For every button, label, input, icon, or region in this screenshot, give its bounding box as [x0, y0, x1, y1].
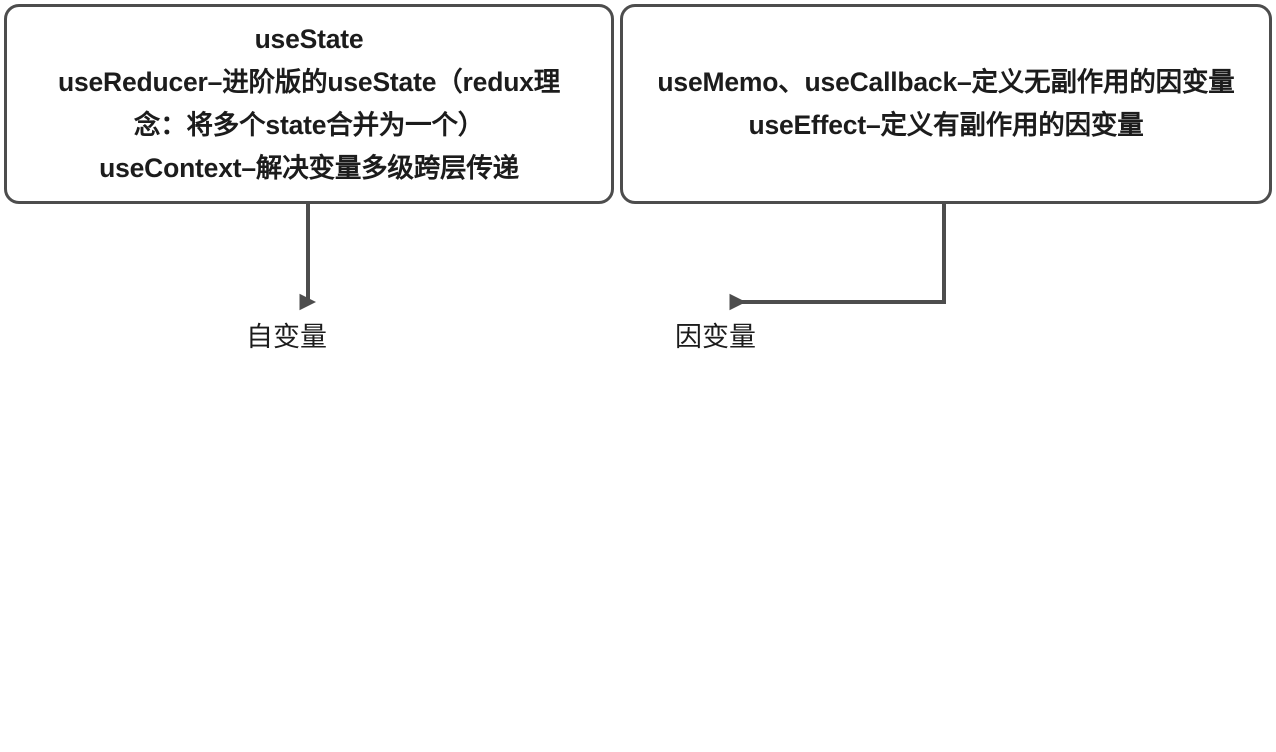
derived-hooks-box[interactable]: useMemo、useCallback–定义无副作用的因变量 useEffect…	[620, 4, 1272, 204]
state-hooks-line-2: useReducer–进阶版的useState（redux理	[57, 67, 561, 97]
edge-state-to-independent-variable	[299, 202, 317, 311]
edge-derived-to-dependent-variable	[729, 202, 946, 311]
label-dependent-variable: 因变量	[675, 322, 756, 352]
label-independent-variable: 自变量	[246, 322, 327, 352]
state-hooks-line-3: 念：将多个state合并为一个）	[133, 110, 485, 140]
derived-hooks-line-1: useMemo、useCallback–定义无副作用的因变量	[657, 67, 1235, 97]
state-hooks-line-1: useState	[254, 24, 364, 54]
state-hooks-box[interactable]: useState useReducer–进阶版的useState（redux理 …	[4, 4, 614, 204]
derived-hooks-line-2: useEffect–定义有副作用的因变量	[748, 110, 1144, 140]
state-hooks-line-4: useContext–解决变量多级跨层传递	[99, 153, 519, 183]
